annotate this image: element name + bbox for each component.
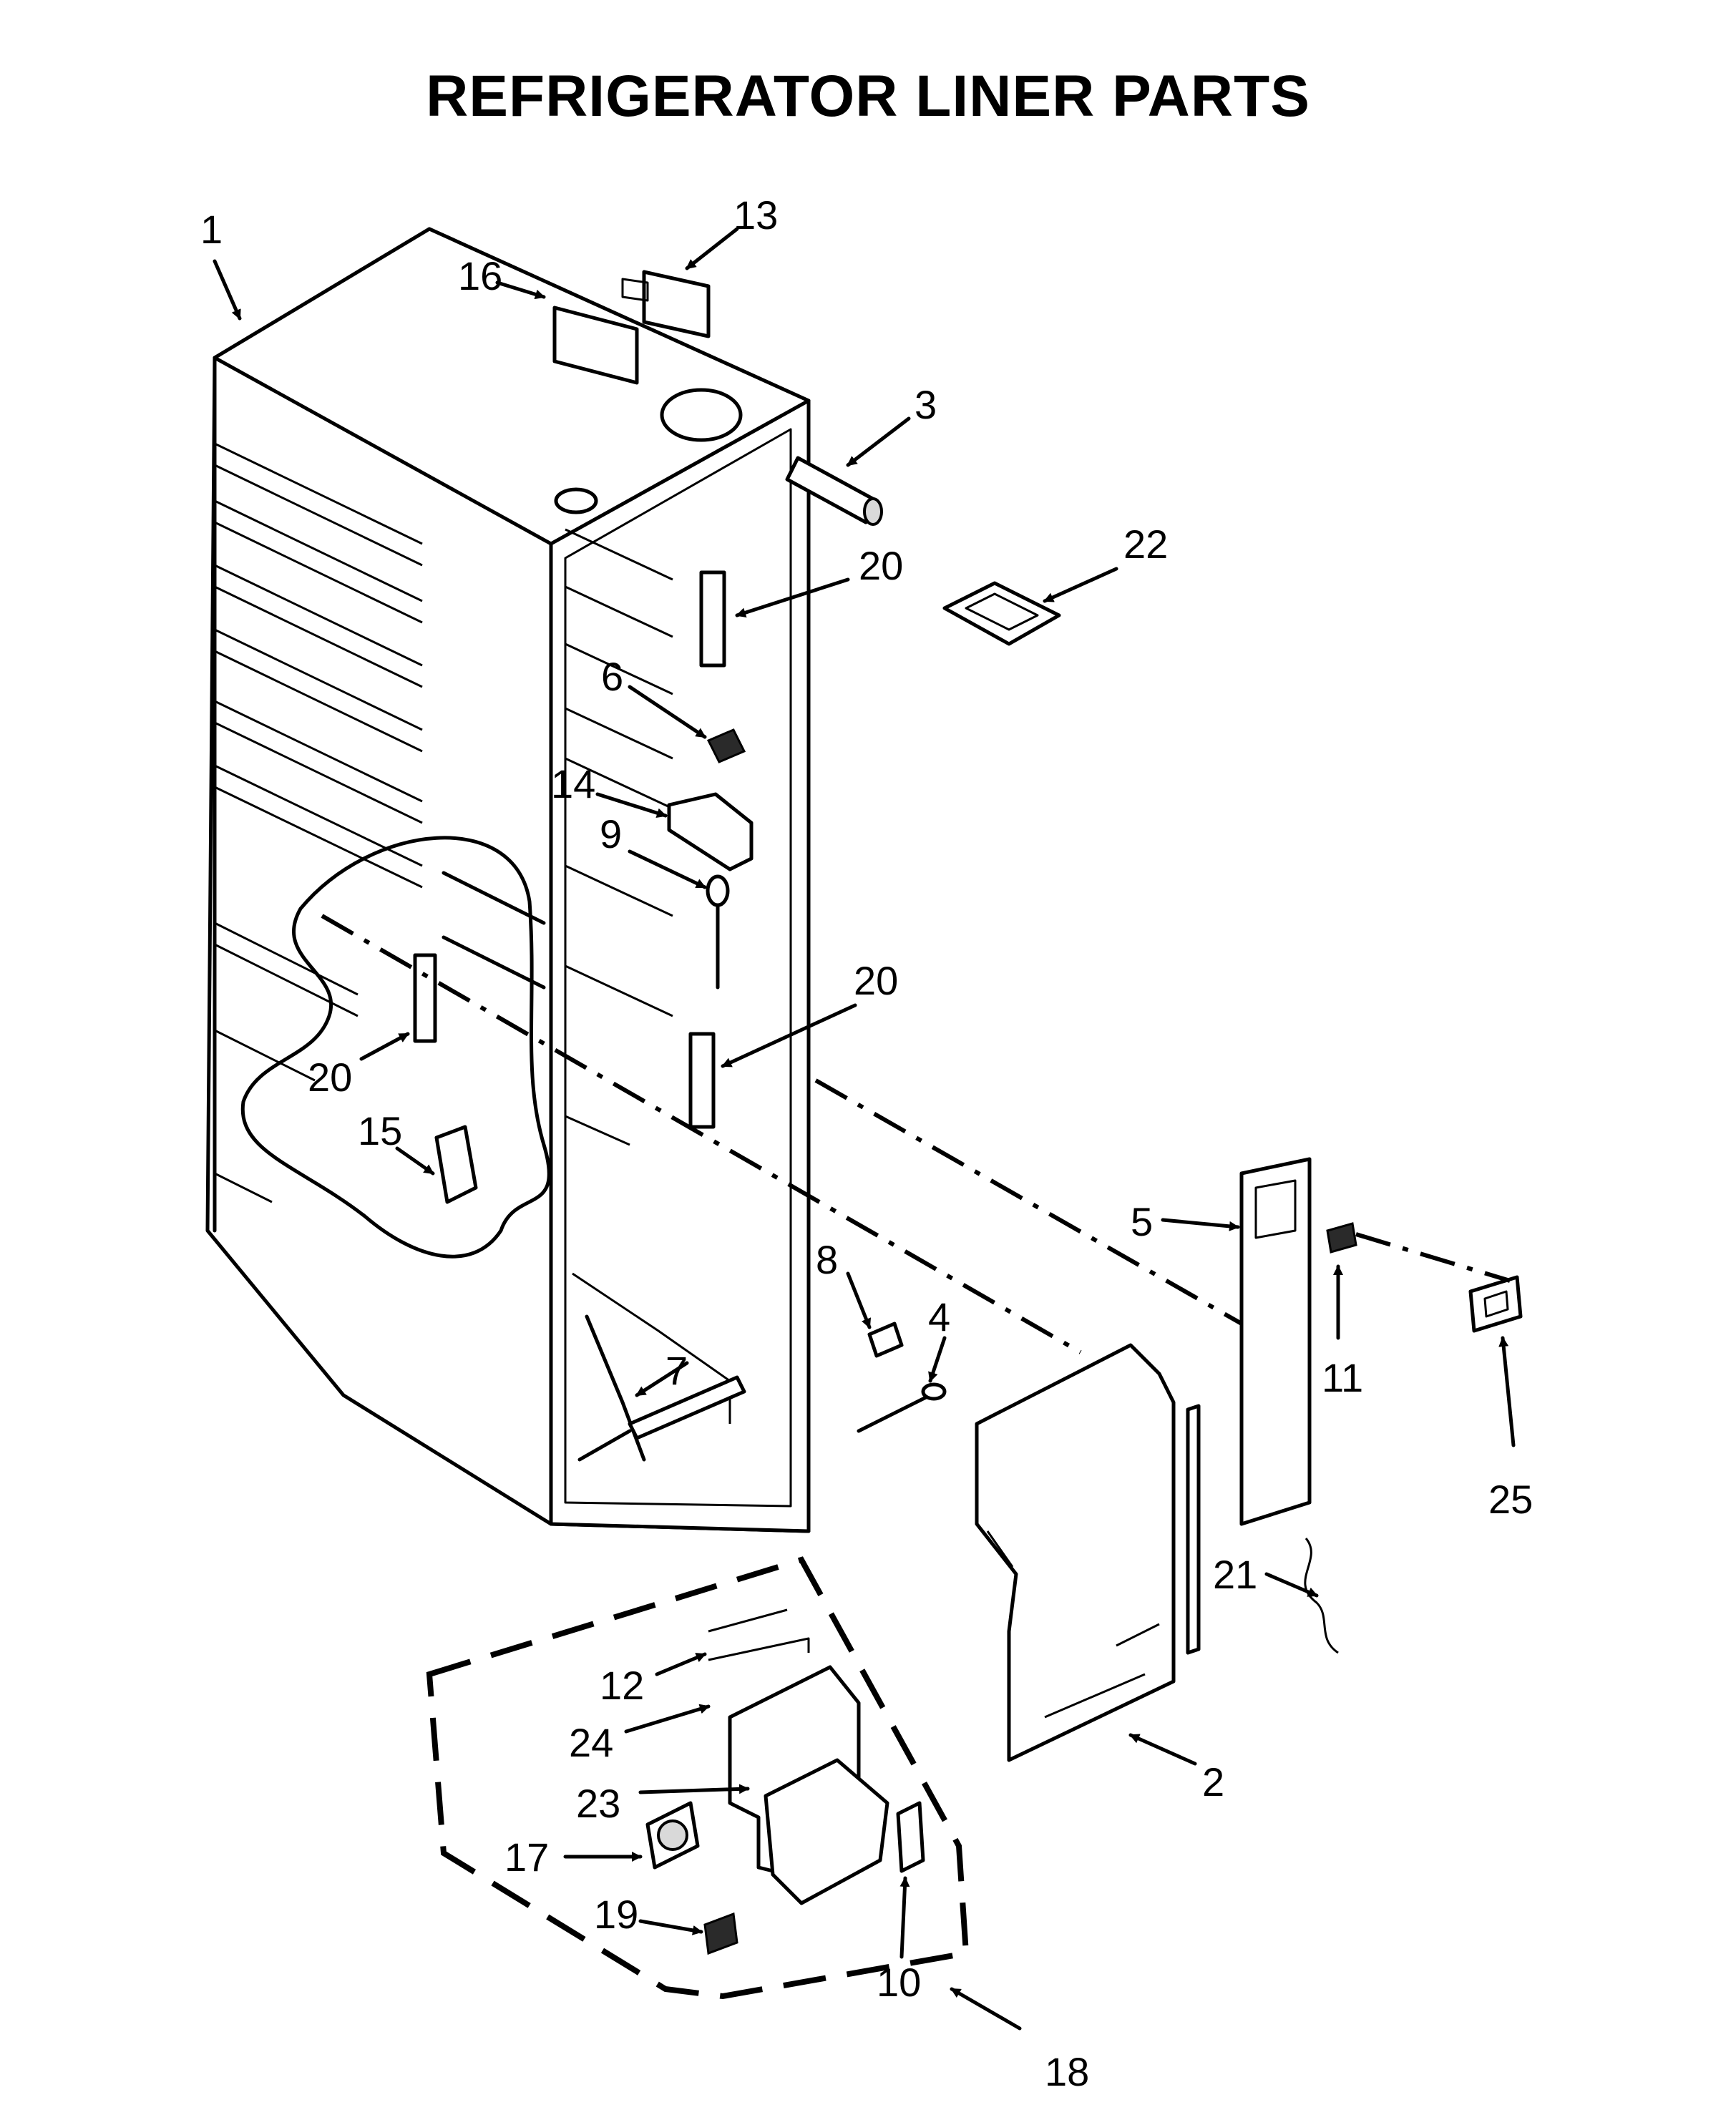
cover-part-2 <box>975 1343 1176 1762</box>
connector-part-11 <box>1326 1222 1357 1254</box>
leader-dashdot-1 <box>321 914 1082 1354</box>
callout-14: 14 <box>551 761 595 806</box>
fan-part-17 <box>645 1801 700 1870</box>
callout-leaders <box>213 227 1516 2031</box>
callout-5: 5 <box>1131 1199 1153 1244</box>
wire-part-21 <box>1304 1538 1339 1654</box>
gasket-part-24 <box>708 1637 810 1661</box>
callout-11: 11 <box>1322 1355 1363 1400</box>
rail-part-20-upper <box>699 570 726 668</box>
liner-shelf-ribs <box>214 442 423 1203</box>
housing-part-14 <box>667 792 754 871</box>
liner-part-1 <box>205 227 811 1533</box>
plug-part-8 <box>867 1322 904 1358</box>
callout-20-upper: 20 <box>859 543 903 588</box>
callout-15: 15 <box>358 1108 402 1153</box>
probe-part-4 <box>857 1382 947 1433</box>
duct-part-23-lower <box>764 1758 889 1905</box>
callout-12: 12 <box>600 1663 644 1708</box>
module-part-15 <box>434 1125 478 1204</box>
callout-1: 1 <box>200 207 223 252</box>
liner-cutaway-outline <box>240 836 551 1259</box>
callout-8: 8 <box>816 1237 838 1282</box>
callout-9: 9 <box>600 811 622 856</box>
gasket-part-12 <box>708 1608 788 1633</box>
callout-19: 19 <box>594 1892 638 1937</box>
callout-labels: 1 2 3 4 5 6 7 8 9 10 11 12 13 14 15 16 1… <box>200 192 1533 2094</box>
callout-13: 13 <box>733 192 778 238</box>
control-board-part-22 <box>942 581 1061 646</box>
strip-part-21 <box>1186 1404 1201 1655</box>
clip-part-6 <box>706 728 746 763</box>
callout-22: 22 <box>1123 522 1168 567</box>
rail-part-20-left <box>413 953 437 1043</box>
callout-20-left: 20 <box>308 1055 352 1100</box>
page-title: REFRIGERATOR LINER PARTS <box>426 64 1310 129</box>
liner-inner-ribs <box>565 528 673 1146</box>
callout-18: 18 <box>1045 2049 1089 2094</box>
callout-21: 21 <box>1213 1552 1257 1597</box>
panel-part-5 <box>1239 1157 1312 1526</box>
callout-16: 16 <box>458 253 502 298</box>
cover-vent-slots <box>1044 1623 1160 1719</box>
callout-25: 25 <box>1488 1477 1533 1522</box>
sensor-part-9 <box>706 874 730 990</box>
callout-20-lower: 20 <box>854 958 898 1003</box>
bracket-part-10 <box>896 1801 925 1873</box>
liner-drain-tube <box>585 1314 646 1462</box>
callout-2: 2 <box>1202 1759 1224 1804</box>
liner-top-knob <box>554 487 598 514</box>
leader-dashdot-3 <box>1355 1232 1511 1283</box>
callout-17: 17 <box>504 1835 549 1880</box>
leader-dashdot-2 <box>814 1078 1243 1326</box>
callout-10: 10 <box>877 1960 921 2005</box>
liner-top-dome <box>660 388 743 442</box>
callout-7: 7 <box>665 1348 688 1393</box>
callout-24: 24 <box>569 1720 613 1765</box>
callout-23: 23 <box>576 1781 620 1826</box>
label-part-16 <box>552 306 639 385</box>
heater-part-7 <box>577 1375 746 1462</box>
switch-part-19 <box>703 1912 738 1955</box>
rail-part-20-lower <box>688 1032 716 1129</box>
bracket-part-13 <box>621 270 711 338</box>
callout-6: 6 <box>601 654 623 699</box>
callout-4: 4 <box>928 1294 950 1339</box>
tube-part-3 <box>785 456 883 526</box>
grille-part-25 <box>1468 1275 1523 1333</box>
callout-3: 3 <box>915 382 937 427</box>
